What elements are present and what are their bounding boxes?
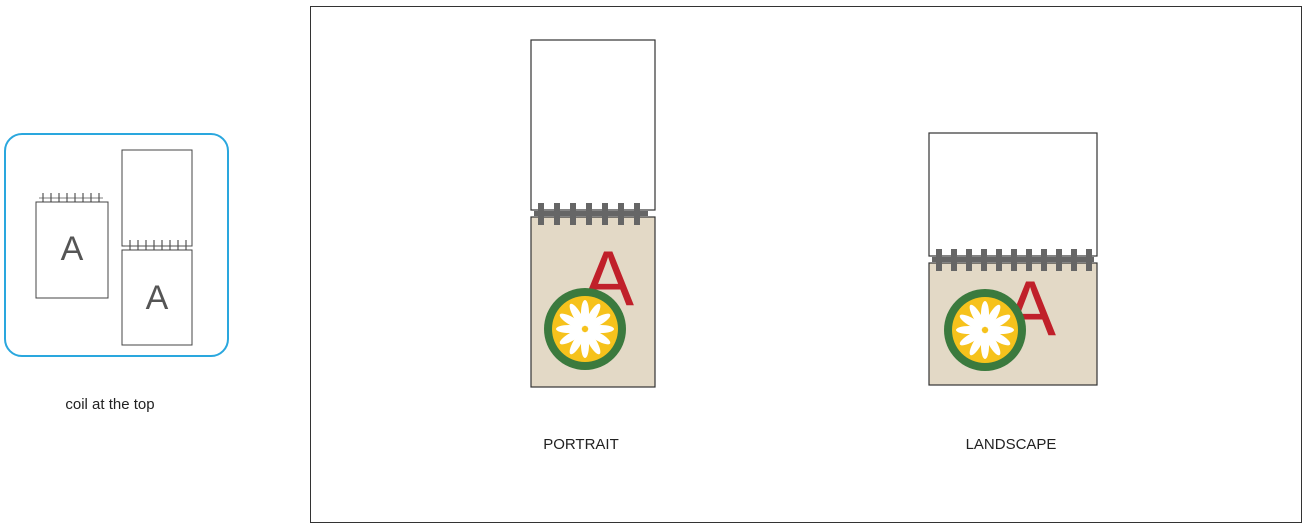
landscape-sunflower-image [944, 289, 1026, 371]
portrait-caption: PORTRAIT [481, 436, 681, 453]
landscape-caption: LANDSCAPE [911, 436, 1111, 453]
landscape-notebook: A [929, 133, 1097, 385]
portrait-sunflower-image [544, 288, 626, 370]
portrait-notebook: A [531, 40, 655, 387]
